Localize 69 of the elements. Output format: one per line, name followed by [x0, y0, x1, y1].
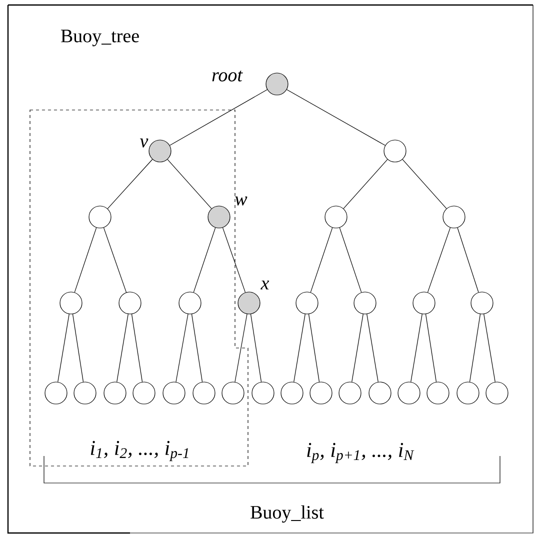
index-list: i$_{p}$, i$_{p+1}$, ..., i$_{N}$ — [307, 442, 414, 464]
tree-node — [280, 382, 304, 404]
node-label: w — [235, 196, 248, 206]
tree-node — [192, 382, 216, 404]
node-label: x — [260, 280, 270, 290]
tree-node — [296, 292, 318, 314]
tree-edge — [72, 314, 84, 382]
tree-node — [442, 206, 466, 228]
tree-node — [324, 206, 348, 228]
list-label: Buoy_list — [250, 505, 324, 523]
tree-node — [238, 292, 260, 314]
node-label: root — [212, 70, 243, 82]
tree-node — [222, 382, 244, 404]
tree-node — [118, 292, 142, 314]
tree-edge — [366, 314, 378, 382]
tree-node — [132, 382, 156, 404]
tree-node — [456, 382, 480, 404]
tree-node — [60, 292, 82, 314]
tree-node — [398, 382, 420, 404]
tree-edge — [457, 227, 479, 293]
tree-edge — [402, 159, 447, 209]
tree-node — [368, 382, 392, 404]
tree-node — [208, 206, 230, 228]
tree-node — [354, 292, 376, 314]
tree-edge — [176, 314, 188, 382]
tree-edge — [339, 227, 362, 293]
tree-node — [470, 292, 494, 314]
tree-edge — [425, 314, 437, 382]
tree-edge — [103, 227, 127, 293]
tree-node — [266, 72, 288, 96]
tree-edge — [107, 159, 153, 209]
tree-edge — [131, 314, 143, 382]
tree-edge — [308, 314, 320, 382]
tree-edge — [193, 227, 216, 293]
tree-edge — [294, 314, 306, 382]
tree-edge — [191, 314, 203, 382]
tree-edge — [410, 314, 422, 382]
tree-edge — [74, 227, 97, 293]
tree-node — [252, 382, 274, 404]
tree-node — [44, 382, 68, 404]
tree-node — [162, 382, 186, 404]
tree-node — [384, 140, 406, 162]
tree-node — [88, 206, 112, 228]
tree-node — [74, 382, 96, 404]
index-list: i$_{1}$, i$_{2}$, ..., i$_{p-1}$ — [90, 440, 188, 462]
tree-edge — [310, 227, 333, 293]
tree-node — [412, 292, 436, 314]
tree-edge — [167, 159, 212, 209]
node-label: v — [140, 138, 148, 148]
tree-node — [310, 382, 332, 404]
tree-edge — [352, 314, 364, 382]
tree-edge — [484, 314, 496, 382]
tree-node — [178, 292, 202, 314]
tree-edge — [116, 314, 128, 382]
tree-node — [486, 382, 508, 404]
title-label: Buoy_tree — [60, 30, 139, 46]
tree-edge — [170, 89, 268, 146]
tree-edge — [58, 314, 70, 382]
tree-node — [338, 382, 362, 404]
tree-node — [148, 140, 172, 162]
tree-edge — [469, 314, 481, 382]
tree-edge — [427, 227, 451, 293]
tree-edge — [343, 159, 388, 209]
tree-edge — [250, 314, 262, 382]
tree-edge — [286, 89, 386, 146]
tree-edge — [234, 314, 248, 382]
tree-edge — [222, 227, 246, 293]
tree-node — [426, 382, 450, 404]
tree-node — [104, 382, 126, 404]
